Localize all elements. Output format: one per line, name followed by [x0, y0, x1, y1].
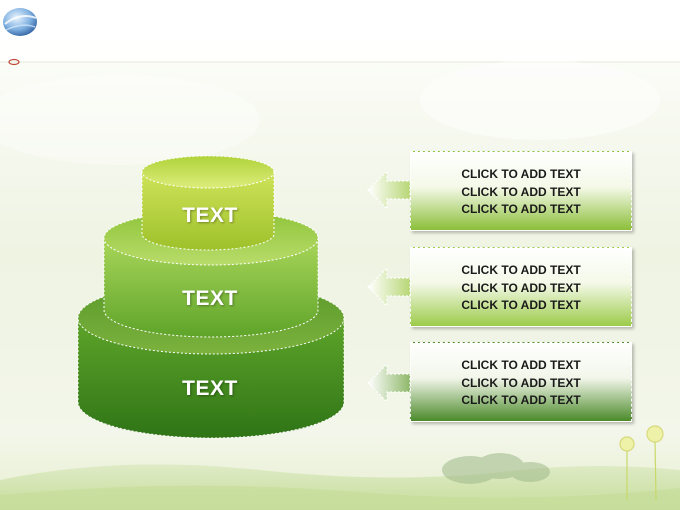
tier-top — [141, 155, 275, 251]
arrow-left-icon — [367, 362, 411, 404]
text-box-1[interactable]: CLICK TO ADD TEXT CLICK TO ADD TEXT CLIC… — [410, 151, 632, 231]
text-box-2-line-2[interactable]: CLICK TO ADD TEXT — [461, 280, 581, 295]
text-box-3-line-3[interactable]: CLICK TO ADD TEXT — [461, 393, 581, 407]
text-box-3-line-1[interactable]: CLICK TO ADD TEXT — [461, 358, 581, 372]
tier-bottom-label[interactable]: TEXT — [182, 377, 238, 400]
arrow-left-icon — [367, 266, 411, 308]
text-box-3-line-2[interactable]: CLICK TO ADD TEXT — [461, 375, 581, 390]
text-box-2[interactable]: CLICK TO ADD TEXT CLICK TO ADD TEXT CLIC… — [410, 247, 632, 327]
text-box-1-line-2[interactable]: CLICK TO ADD TEXT — [461, 184, 581, 199]
text-box-3[interactable]: CLICK TO ADD TEXT CLICK TO ADD TEXT CLIC… — [410, 342, 632, 422]
text-box-1-line-3[interactable]: CLICK TO ADD TEXT — [461, 202, 581, 216]
tier-top-label[interactable]: TEXT — [182, 204, 238, 227]
text-box-1-line-1[interactable]: CLICK TO ADD TEXT — [461, 167, 581, 181]
flower-decoration-icon — [619, 425, 664, 501]
logo-globe-icon — [3, 8, 37, 36]
text-box-2-line-3[interactable]: CLICK TO ADD TEXT — [461, 298, 581, 312]
text-box-2-line-1[interactable]: CLICK TO ADD TEXT — [461, 263, 581, 277]
arrow-left-icon — [367, 169, 411, 211]
tier-middle-label[interactable]: TEXT — [182, 287, 238, 310]
